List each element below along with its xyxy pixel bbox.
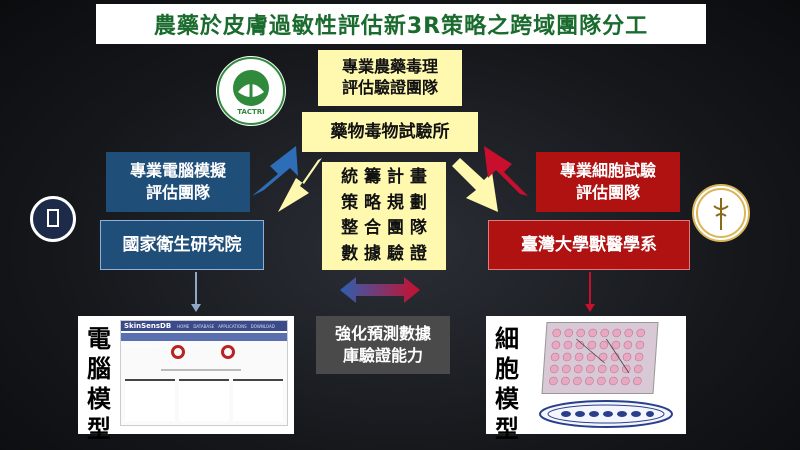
nhri-box: 國家衛生研究院 [100,220,264,270]
tactri-leaf-icon [217,57,285,125]
cell-test-team-box: 專業細胞試驗 評估團隊 [536,152,680,212]
nhri-logo [30,196,76,242]
skinsens-prediction-title: Prediction Model - OC(C)c1ccc(C)=Cc1 [124,344,202,349]
computer-model-panel: 電 腦 模 型 SkinSensDB HOME DATABASE APPLICA… [78,316,294,443]
label-char: 模 [87,385,111,413]
tactri-text: TACTRI [237,108,265,116]
skinsens-header: SkinSensDB HOME DATABASE APPLICATIONS DO… [121,321,287,331]
box-line: 評估驗證團隊 [341,78,438,97]
double-arrow [340,277,420,303]
box-line: 評估團隊 [575,183,640,202]
pesticide-toxicology-team-box: 專業農藥毒理 評估驗證團隊 [318,50,462,106]
tactri-logo: TACTRI [216,56,286,126]
label-char: 模 [495,385,519,413]
page-title: 農藥於皮膚過敏性評估新3R策略之跨域團隊分工 [96,4,706,44]
yellow-arrow-left [278,158,322,212]
box-line: 整 合 團 隊 [341,218,427,238]
caduceus-icon [696,188,746,238]
cell-model-label: 細 胞 模 型 [492,324,522,444]
cell-model-panel: 細 胞 模 型 [486,316,686,443]
skinsens-screenshot: SkinSensDB HOME DATABASE APPLICATIONS DO… [120,320,288,426]
computer-model-label: 電 腦 模 型 [84,324,114,444]
skinsens-tab: HOME [177,323,190,329]
box-line: 強化預測數據 [334,324,431,344]
ntu-vet-logo [692,184,750,242]
well-plate-photo [541,322,659,394]
computer-simulation-team-box: 專業電腦模擬 評估團隊 [106,152,250,212]
ntu-vet-box: 臺灣大學獸醫學系 [488,220,690,270]
label-char: 型 [87,415,111,443]
prediction-circle-1 [171,345,185,359]
nhri-emblem-icon [47,209,59,227]
skinsens-tab: APPLICATIONS [218,323,247,329]
box-line: 數 據 驗 證 [341,243,427,264]
box-line: 統 籌 計 畫 [341,167,427,187]
blue-arrow-up [252,146,298,196]
label-char: 細 [495,325,519,353]
label-char: 型 [495,415,519,443]
skinsens-tab: DOWNLOAD [250,323,275,329]
box-line: 專業細胞試驗 [559,161,656,181]
box-line: 專業電腦模擬 [129,161,226,181]
strengthen-box: 強化預測數據 庫驗證能力 [316,316,450,374]
slider-bar [161,369,241,371]
box-line: 臺灣大學獸醫學系 [521,234,657,255]
well-plate-icon [549,328,646,386]
skinsens-tab: DATABASE [193,323,215,329]
box-line: 藥物毒物試驗所 [330,121,450,142]
yellow-arrow-right [452,158,498,212]
red-arrow-up [484,146,528,196]
petri-dish-icon [539,400,673,428]
prediction-circle-2 [221,345,235,359]
institute-box: 藥物毒物試驗所 [302,112,478,152]
coordination-box: 統 籌 計 畫 策 略 規 劃 整 合 團 隊 數 據 驗 證 [322,162,446,270]
box-line: 評估團隊 [145,183,210,202]
label-char: 胞 [495,355,519,383]
box-line: 庫驗證能力 [342,346,423,365]
box-line: 策 略 規 劃 [341,192,427,213]
arrow-down-right [585,304,595,312]
label-char: 電 [87,325,111,353]
result-table [125,379,283,423]
label-char: 腦 [87,355,111,383]
box-line: 專業農藥毒理 [341,57,438,77]
arrow-down-left [191,304,201,312]
skinsens-subheader: Prediction Model - OC(C)c1ccc(C)=Cc1 [121,333,287,349]
skinsens-brand: SkinSensDB [124,322,172,330]
box-line: 國家衛生研究院 [122,234,242,255]
